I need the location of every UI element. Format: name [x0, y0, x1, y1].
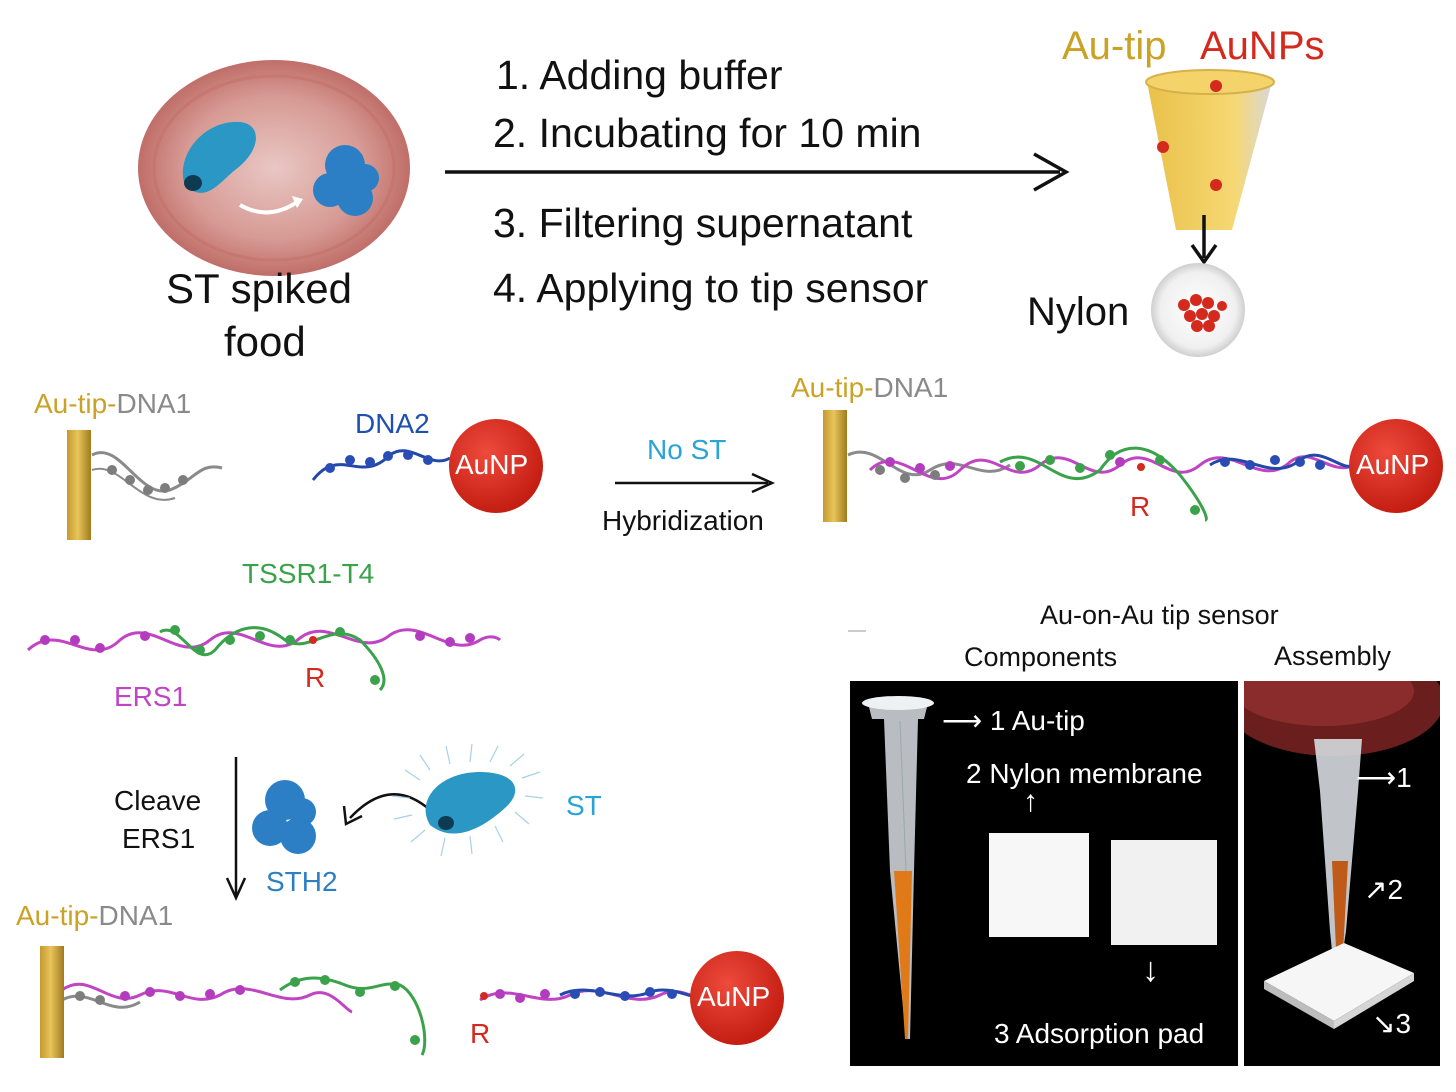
label-au-tip: ⟶ 1 Au-tip [942, 705, 1085, 736]
sth2-enzyme-icon [252, 780, 316, 854]
nylon-membrane-photo [989, 833, 1089, 937]
dna2-label: DNA2 [355, 408, 430, 439]
gold-rod-icon-2 [823, 410, 847, 522]
released-aunp-strand-icon [479, 987, 703, 1003]
dna2-strand-icon [311, 449, 451, 481]
components-photo: ⟶ 1 Au-tip 2 Nylon membrane ↑ ↓ 3 Adsorp… [850, 681, 1238, 1066]
label-adsorption-pad: 3 Adsorption pad [994, 1018, 1205, 1049]
cleaved-product-icon [61, 975, 427, 1056]
hybrid-duplex-icon [847, 446, 1353, 522]
food-label-line1: ST spiked [166, 265, 352, 312]
aunp-label-2: AuNP [1356, 449, 1430, 480]
r-label-1: R [1130, 491, 1151, 522]
r-label-2: R [305, 662, 326, 693]
up-arrow-icon: ↑ [1023, 785, 1038, 818]
cleave-label-line1: Cleave [114, 785, 202, 816]
aunp-label-3: AuNP [697, 981, 771, 1012]
aunp-label-1: AuNP [455, 449, 529, 480]
step-2: 2. Incubating for 10 min [493, 110, 922, 156]
hybridization-label: Hybridization [602, 505, 764, 536]
tssr1-t4-label: TSSR1-T4 [242, 558, 375, 589]
gold-rod-icon-3 [40, 946, 64, 1058]
gold-rod-icon [67, 430, 91, 540]
step-4: 4. Applying to tip sensor [493, 265, 929, 311]
down-arrow-icon: ↓ [1142, 951, 1159, 989]
st-bacterium-icon [391, 743, 544, 857]
no-st-label: No ST [647, 434, 727, 465]
assembly-label-2: ↗2 [1364, 874, 1404, 905]
aunp-sphere-icon [449, 419, 543, 513]
st-label: ST [566, 790, 602, 821]
assembled-sensor-icon [1244, 681, 1440, 1029]
assembly-label-3: ↘3 [1372, 1008, 1412, 1039]
adsorption-pad-photo [1111, 840, 1217, 945]
nylon-membrane-icon [1151, 263, 1245, 357]
aunp-sphere-icon-3 [690, 951, 784, 1045]
step-1: 1. Adding buffer [496, 52, 783, 98]
assembly-label-1: ⟶1 [1356, 762, 1412, 793]
enzyme-icon [313, 145, 379, 216]
aunp-sphere-icon-2 [1349, 419, 1443, 513]
au-tip-label: Au-tip [1062, 24, 1167, 68]
au-tip-dna1-label-2: Au-tip-DNA1 [791, 372, 949, 403]
cleave-label-line2: ERS1 [122, 823, 196, 854]
pipette-tip-icon [862, 696, 934, 1039]
nylon-label: Nylon [1027, 290, 1130, 334]
components-label: Components [964, 642, 1118, 672]
bacterium-icon [182, 121, 256, 193]
au-tip-dna1-label-1: Au-tip-DNA1 [34, 388, 192, 419]
r-label-3: R [470, 1018, 491, 1049]
food-label-line2: food [224, 318, 306, 365]
curved-arrow-icon [239, 198, 302, 215]
aunps-label: AuNPs [1200, 24, 1325, 68]
au-tip-dna1-label-3: Au-tip-DNA1 [16, 900, 174, 931]
dna1-strand-icon [91, 451, 223, 501]
assembly-photo: ⟶1 ↗2 ↘3 [1244, 681, 1440, 1066]
assembly-label: Assembly [1274, 641, 1392, 671]
sensor-title: Au-on-Au tip sensor [1040, 600, 1279, 630]
label-nylon-membrane: 2 Nylon membrane [966, 758, 1203, 789]
food-plate-icon [138, 60, 410, 276]
sth2-label: STH2 [266, 866, 338, 897]
step-3: 3. Filtering supernatant [493, 200, 913, 246]
ers1-tssr-complex-icon [26, 625, 502, 692]
tip-icon [1145, 69, 1275, 230]
ers1-label: ERS1 [114, 681, 188, 712]
